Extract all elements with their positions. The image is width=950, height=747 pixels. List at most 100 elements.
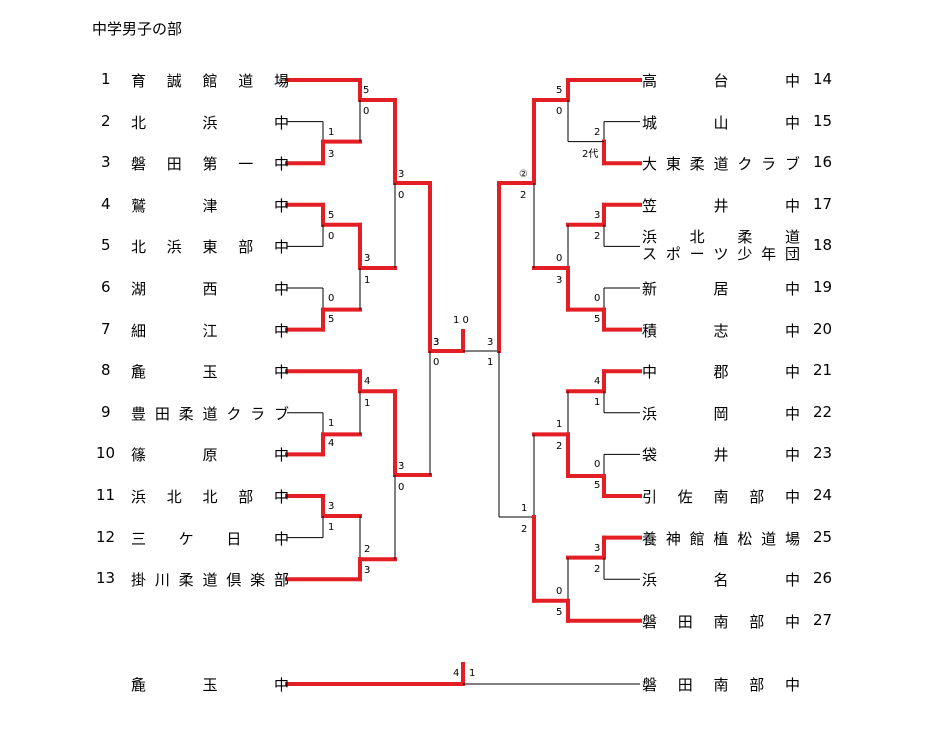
team-name-char: 中 xyxy=(273,280,289,298)
team-name-char: 部 xyxy=(749,612,765,631)
team-name: 北浜中 xyxy=(131,112,289,133)
team-name-char: 育 xyxy=(131,72,147,90)
team-name: 浜名中 xyxy=(642,569,800,590)
team-name-char: 神 xyxy=(665,529,681,548)
team-name: 養神館植松道場 xyxy=(642,528,800,549)
team-name-char: 浜 xyxy=(642,571,658,590)
team-name-char: ク xyxy=(737,155,753,174)
team-name-char: 岡 xyxy=(713,404,729,423)
match-score: 3 xyxy=(398,169,405,180)
team-name-char: 豊 xyxy=(131,404,147,423)
team-name: 掛川柔道倶楽部 xyxy=(131,569,289,590)
team-name-char: 笠 xyxy=(642,196,658,215)
team-name-char: 松 xyxy=(737,529,753,548)
team-name: 育誠館道場 xyxy=(131,70,289,91)
team-name-char: 道 xyxy=(202,404,218,423)
team-name-char: 部 xyxy=(273,571,289,590)
team-name: 麁玉中 xyxy=(131,361,289,382)
team-name: 笠井中 xyxy=(642,195,800,216)
team-name-char: 柔 xyxy=(689,155,705,174)
team-name-char: 中 xyxy=(784,571,800,590)
team-name-char: 中 xyxy=(642,363,658,382)
team-name-char: 玉 xyxy=(202,363,218,382)
match-score: 3 xyxy=(487,337,494,348)
team-number: 19 xyxy=(813,278,833,296)
team-name-char: 北 xyxy=(166,488,182,506)
team-name-char: 中 xyxy=(784,321,800,340)
team-name: 新居中 xyxy=(642,278,800,299)
team-name-char: 津 xyxy=(202,196,218,215)
team-name-char: 部 xyxy=(238,238,254,257)
match-score: 0 xyxy=(594,459,601,471)
team-name-char: 柔 xyxy=(178,404,194,423)
team-name: 高台中 xyxy=(642,70,800,91)
team-name-char: 道 xyxy=(761,529,777,548)
team-name-char: 植 xyxy=(713,529,729,548)
team-name-char: 浜 xyxy=(642,404,658,423)
team-name-char: 井 xyxy=(713,196,729,215)
team-name-char: 磐 xyxy=(642,676,658,694)
final-left-score: 4 xyxy=(453,668,460,679)
match-score: 0 xyxy=(328,230,335,242)
match-score: 1 0 xyxy=(453,315,469,326)
match-score: 4 xyxy=(594,376,601,388)
team-number: 21 xyxy=(813,361,833,380)
team-name-char: 麁 xyxy=(131,363,147,382)
team-name-char: ブ xyxy=(784,155,800,174)
team-name-char: 中 xyxy=(273,238,289,257)
team-name-char: 新 xyxy=(642,280,658,298)
team-name-char: 第 xyxy=(202,155,218,174)
team-name-char: 大 xyxy=(642,155,658,174)
team-name: 篠原中 xyxy=(131,444,289,465)
team-name-char: 西 xyxy=(202,280,218,298)
team-number: 22 xyxy=(813,402,833,421)
team-name-char: 南 xyxy=(713,488,729,506)
team-number: 10 xyxy=(96,444,116,463)
match-score: 5 xyxy=(594,480,601,491)
team-name-char: 道 xyxy=(713,155,729,174)
team-number: 4 xyxy=(101,194,111,213)
team-name-char: 年 xyxy=(761,245,777,264)
team-name-char: 浜 xyxy=(642,228,658,247)
team-number: 26 xyxy=(813,569,833,588)
team-name-char: 台 xyxy=(713,72,729,90)
team-number: 7 xyxy=(101,319,111,338)
match-score: 1 xyxy=(521,503,528,514)
final-team-name: 磐田南部中 xyxy=(642,674,800,695)
final-team-name: 麁玉中 xyxy=(131,674,289,695)
team-name-char: 一 xyxy=(238,155,254,174)
match-score: 3 xyxy=(556,275,563,286)
team-number: 16 xyxy=(813,153,833,172)
match-score: 3 xyxy=(433,337,440,348)
match-score: 0 xyxy=(363,106,370,117)
team-name-char: 浜 xyxy=(131,488,147,506)
team-name-char: 中 xyxy=(273,155,289,174)
team-name: 磐田南部中 xyxy=(642,611,800,632)
team-number: 11 xyxy=(96,486,116,504)
team-number: 6 xyxy=(101,278,111,296)
team-name: 袋井中 xyxy=(642,444,800,465)
team-name-char: 田 xyxy=(154,404,170,423)
match-score: 3 xyxy=(364,253,371,264)
team-name-char: 佐 xyxy=(677,488,693,506)
match-score: 0 xyxy=(594,293,601,304)
match-score: 5 xyxy=(556,606,563,618)
team-name: 北浜東部中 xyxy=(131,236,289,257)
team-name: 大東柔道クラブ xyxy=(642,153,800,174)
team-name-char: 郡 xyxy=(713,363,729,382)
team-name-char: 養 xyxy=(642,529,658,548)
match-score: 2 xyxy=(594,126,601,138)
team-name-char: 楽 xyxy=(250,571,266,590)
team-name-char: 原 xyxy=(202,446,218,465)
team-name-char: 中 xyxy=(784,404,800,423)
team-name-char: ス xyxy=(642,245,658,264)
team-name-char: ケ xyxy=(178,529,194,548)
team-name-char: 誠 xyxy=(166,72,182,90)
final-right-score: 1 xyxy=(469,668,476,679)
match-score: 1 xyxy=(364,275,371,286)
team-name-char: 道 xyxy=(202,571,218,590)
match-score: 0 xyxy=(398,190,405,201)
match-score: 3 xyxy=(594,209,601,221)
match-score: 1 xyxy=(328,126,335,138)
team-name-char: 城 xyxy=(642,113,658,132)
